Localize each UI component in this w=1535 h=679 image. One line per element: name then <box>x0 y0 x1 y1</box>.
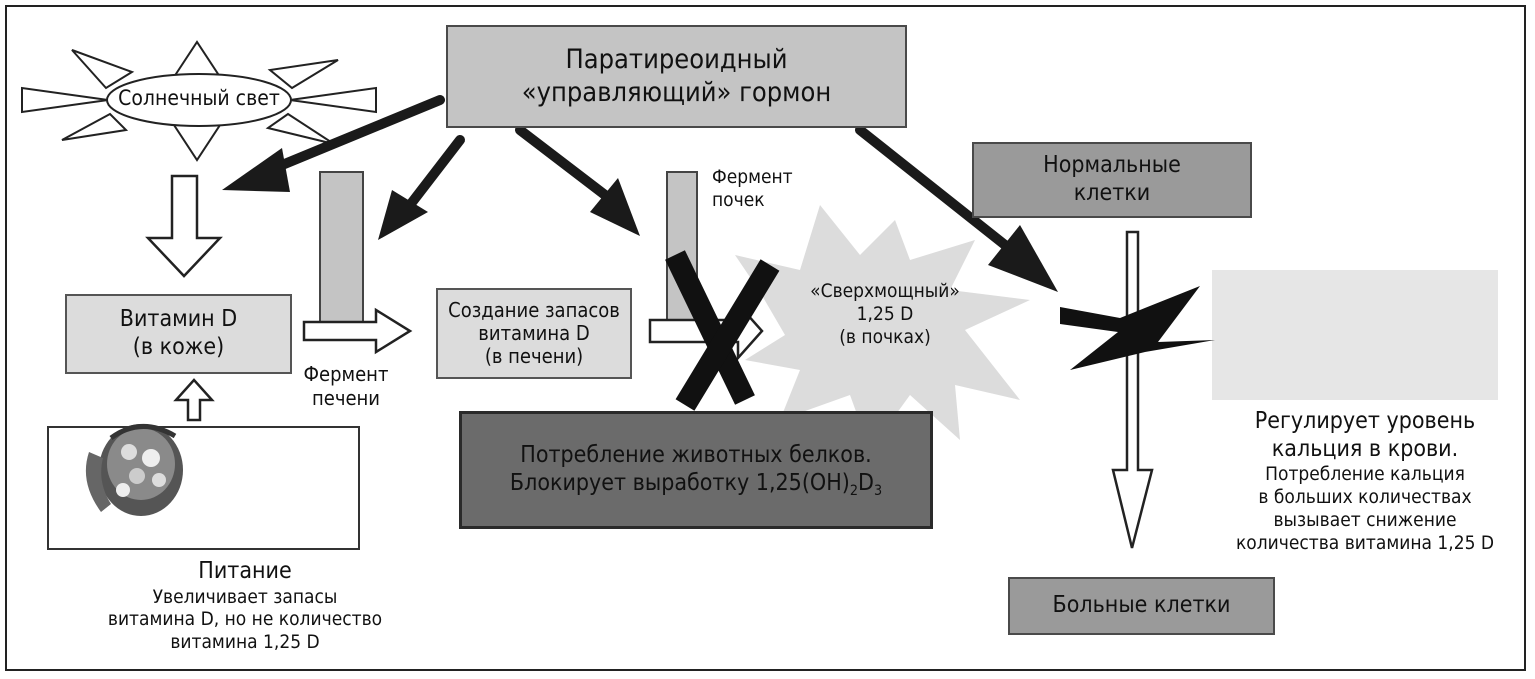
small-arrow-up <box>173 378 215 422</box>
normal-cells-line-1: Нормальные <box>1043 152 1181 179</box>
kidney-enzyme-line-2: почек <box>712 188 765 211</box>
super-potent-line-1: «Сверхмощный» <box>810 280 960 302</box>
sunlight-ellipse <box>106 73 292 127</box>
hormone-arrows <box>222 95 1058 292</box>
food-basket-icon <box>85 424 183 516</box>
vitamin-d-skin-box: Витамин D (в коже) <box>65 294 292 374</box>
right-blank-box <box>1212 270 1498 400</box>
block-x <box>665 250 780 411</box>
liver-storage-box: Создание запасов витамина D (в печени) <box>436 288 632 379</box>
hormone-box: Паратиреоидный «управляющий» гормон <box>446 25 907 128</box>
animal-protein-line-2: Блокирует выработку 1,25(OH)2D3 <box>509 470 883 499</box>
liver-enzyme-line-1: Фермент <box>303 362 389 386</box>
nutrition-line-1: Увеличивает запасы <box>152 585 338 608</box>
liver-storage-line-3: (в печени) <box>484 344 584 368</box>
starburst <box>735 205 1030 450</box>
calcium-line-3: Потребление кальция <box>1265 463 1465 486</box>
animal-protein-box: Потребление животных белков. Блокирует в… <box>459 411 933 529</box>
liver-enzyme-label: Фермент печени <box>286 362 406 410</box>
calcium-line-4: в больших количествах <box>1258 485 1472 508</box>
calcium-line-2: кальция в крови. <box>1271 435 1459 462</box>
sunlight-label: Солнечный свет <box>118 86 280 110</box>
normal-cells-box: Нормальные клетки <box>972 142 1252 218</box>
liver-storage-line-2: витамина D <box>478 321 590 345</box>
hormone-line-2: «управляющий» гормон <box>521 76 832 108</box>
sick-cells-box: Больные клетки <box>1008 577 1275 635</box>
diagram-frame <box>5 5 1526 671</box>
nutrition-line-3: витамина 1,25 D <box>170 631 320 654</box>
super-potent-line-3: (в почках) <box>839 325 931 348</box>
liver-enzyme-bar <box>319 171 364 325</box>
liver-enzyme-line-2: печени <box>311 386 380 410</box>
super-potent-line-2: 1,25 D <box>856 302 914 325</box>
nutrition-image-box <box>47 424 360 550</box>
kidney-enzyme-label: Фермент почек <box>712 166 812 212</box>
block-bolt <box>1060 286 1215 370</box>
vitamin-d-skin-line-2: (в коже) <box>132 334 225 360</box>
nutrition-title: Питание <box>198 558 292 584</box>
hormone-line-1: Паратиреоидный <box>565 44 788 76</box>
calcium-line-1: Регулирует уровень <box>1254 408 1476 434</box>
normal-cells-line-2: клетки <box>1073 180 1151 206</box>
hollow-arrow-down <box>145 174 223 278</box>
calcium-line-5: вызывает снижение <box>1273 508 1457 531</box>
super-potent-label: «Сверхмощный» 1,25 D (в почках) <box>790 280 980 348</box>
calcium-line-6: количества витамина 1,25 D <box>1235 531 1495 554</box>
liver-storage-line-1: Создание запасов <box>448 298 620 322</box>
liver-hollow-arrow <box>302 307 413 355</box>
kidney-enzyme-line-1: Фермент <box>712 166 793 188</box>
animal-protein-line-1: Потребление животных белков. <box>520 442 872 469</box>
nutrition-line-2: витамина D, но не количество <box>107 608 383 631</box>
calcium-text: Регулирует уровень кальция в крови. Потр… <box>1205 408 1525 554</box>
long-hollow-arrow <box>1111 230 1154 549</box>
vitamin-d-skin-line-1: Витамин D <box>119 306 238 333</box>
nutrition-text: Питание Увеличивает запасы витамина D, н… <box>80 558 410 654</box>
